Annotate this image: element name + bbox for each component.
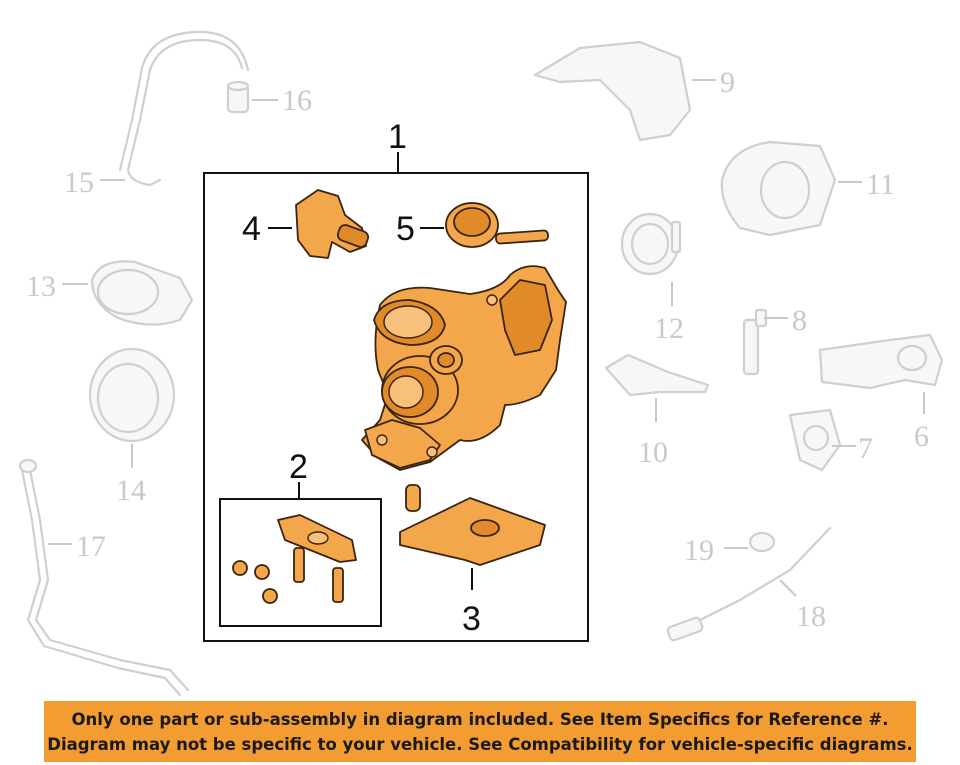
callout-18: 18 — [796, 600, 826, 633]
callout-13: 13 — [26, 270, 56, 303]
callout-14: 14 — [116, 474, 146, 507]
disclaimer-line-2: Diagram may not be specific to your vehi… — [47, 734, 913, 754]
callout-17: 17 — [76, 530, 106, 563]
item-5-actuator — [445, 202, 549, 248]
item-11-housing — [720, 140, 837, 237]
item-16-cap — [226, 80, 250, 114]
callout-7: 7 — [858, 432, 873, 465]
turbocharger — [361, 265, 567, 471]
item-4-sensor — [295, 189, 370, 259]
item-8-sensor — [742, 308, 768, 376]
item-7-gasket — [788, 408, 842, 472]
item-13-hose — [90, 260, 194, 326]
item-2-hardware — [232, 514, 357, 604]
callout-10: 10 — [638, 436, 668, 469]
hardware-kit-frame — [219, 498, 382, 627]
callout-3: 3 — [462, 600, 481, 638]
item-3-bracket — [399, 484, 546, 566]
callout-15: 15 — [64, 166, 94, 199]
item-17-pipe — [18, 458, 190, 697]
item-18-sensor — [666, 526, 832, 642]
assembly-frame — [203, 172, 589, 642]
disclaimer-line-1: Only one part or sub-assembly in diagram… — [71, 709, 889, 729]
item-19-plug — [748, 531, 776, 553]
callout-4: 4 — [242, 210, 261, 248]
item-15-pipe — [118, 30, 250, 187]
callout-11: 11 — [866, 168, 895, 201]
item-14-coupler — [88, 347, 176, 443]
item-6-elbow — [818, 333, 944, 390]
item-9-shield — [533, 40, 692, 142]
item-12-clamp — [620, 212, 682, 276]
callout-6: 6 — [914, 420, 929, 453]
callout-12: 12 — [654, 312, 684, 345]
callout-2: 2 — [289, 448, 308, 486]
callout-5: 5 — [396, 210, 415, 248]
callout-8: 8 — [792, 304, 807, 337]
callout-16: 16 — [282, 84, 312, 117]
parts-diagram: 1 2 4 5 3 — [18, 30, 944, 697]
callout-9: 9 — [720, 66, 735, 99]
item-10-shield — [604, 353, 710, 397]
disclaimer-banner: Only one part or sub-assembly in diagram… — [44, 701, 916, 762]
callout-1: 1 — [388, 118, 407, 156]
callout-19: 19 — [684, 534, 714, 567]
